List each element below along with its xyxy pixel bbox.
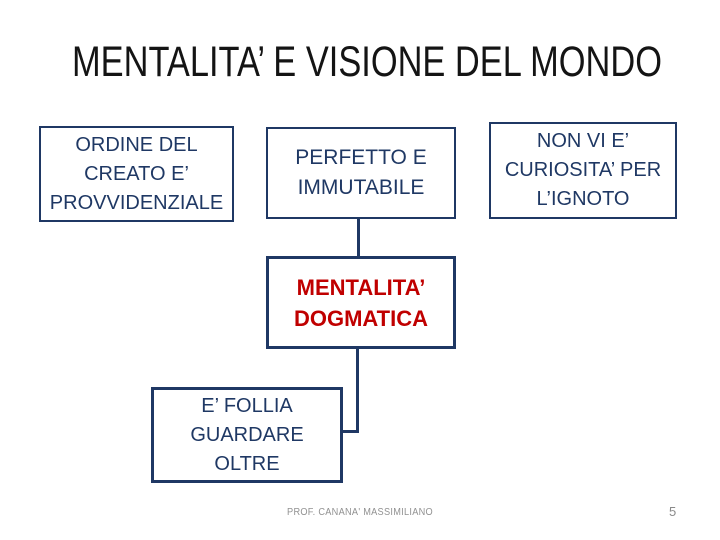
slide-title: MENTALITA’ E VISIONE DEL MONDO — [72, 38, 662, 86]
box-perfetto-text: PERFETTO E IMMUTABILE — [295, 143, 426, 203]
box-ordine-del-creato: ORDINE DEL CREATO E’ PROVVIDENZIALE — [39, 126, 234, 222]
box-non-vi-e-curiosita: NON VI E’ CURIOSITA’ PER L’IGNOTO — [489, 122, 677, 219]
box-e-follia-guardare-oltre: E’ FOLLIA GUARDARE OLTRE — [151, 387, 343, 483]
box-line: GUARDARE — [190, 423, 304, 446]
box-line: OLTRE — [214, 452, 280, 475]
connector-perfetto-to-dogmatica — [357, 219, 360, 256]
box-line: E’ FOLLIA — [201, 394, 293, 417]
box-line: L’IGNOTO — [536, 188, 630, 210]
box-line: MENTALITA’ — [296, 274, 426, 300]
footer-author: PROF. CANANA' MASSIMILIANO — [287, 507, 433, 518]
box-line: CURIOSITA’ PER — [504, 159, 662, 181]
connector-elbow-to-follia — [343, 430, 359, 433]
box-perfetto-immutabile: PERFETTO E IMMUTABILE — [266, 127, 456, 219]
box-mentalita-dogmatica: MENTALITA’ DOGMATICA — [266, 256, 456, 349]
box-line: CREATO E’ — [84, 162, 189, 185]
box-ordine-text: ORDINE DEL CREATO E’ PROVVIDENZIALE — [50, 131, 223, 218]
box-line: PERFETTO E — [295, 146, 427, 169]
box-follia-text: E’ FOLLIA GUARDARE OLTRE — [190, 392, 303, 479]
page-number: 5 — [669, 504, 677, 519]
box-line: PROVVIDENZIALE — [49, 191, 224, 214]
connector-dogmatica-down-line — [356, 349, 359, 433]
box-line: NON VI E’ — [536, 130, 630, 152]
box-curiosita-text: NON VI E’ CURIOSITA’ PER L’IGNOTO — [505, 127, 661, 214]
box-line: ORDINE DEL — [75, 133, 198, 156]
box-line: DOGMATICA — [293, 305, 429, 331]
box-dogmatica-text: MENTALITA’ DOGMATICA — [294, 272, 428, 334]
box-line: IMMUTABILE — [297, 176, 425, 199]
